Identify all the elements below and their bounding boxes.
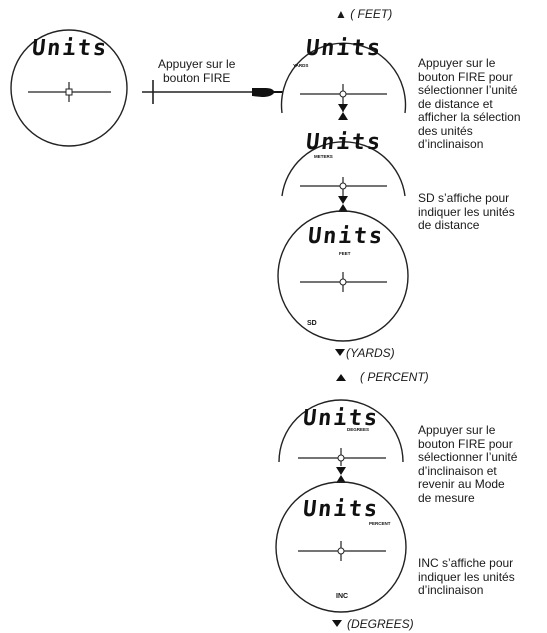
para4-line: indiquer les unités [418, 569, 515, 584]
left-display-circle [10, 29, 128, 147]
display-5-percent-label: PERCENT [369, 521, 391, 526]
paragraph-sd-info: SD s’affiche pour indiquer les unités de… [418, 191, 547, 233]
percent-arrow-icon [336, 374, 346, 381]
display-2-meters-label: METERS [314, 154, 333, 159]
para2-line: SD s’affiche pour [418, 191, 510, 205]
para3-line: de mesure [418, 490, 475, 505]
display-5-inc-label: INC [336, 593, 349, 600]
para1-line: sélectionner l’unité [418, 83, 518, 97]
display-2-lcd-text: Units [304, 130, 384, 155]
para1-line: des unités [418, 123, 473, 138]
arrow-1-up [338, 112, 348, 120]
para3-line: bouton FIRE pour [418, 436, 513, 451]
arrow-2-up [338, 204, 348, 212]
degrees-arrow-icon [332, 620, 342, 627]
left-lcd-text: Units [30, 36, 110, 61]
display-1-crosshair-center [339, 90, 347, 98]
yards-label: (YARDS) [346, 346, 395, 360]
display-3-lcd-text: Units [306, 224, 386, 249]
display-1-arc [280, 42, 407, 114]
pointing-hand-icon [252, 88, 283, 97]
left-crosshair-center [65, 88, 73, 96]
instruction-label: Appuyer sur le bouton FIRE [158, 57, 235, 85]
arrow-4-down [336, 467, 346, 475]
paragraph-distance-selection: Appuyer sur le bouton FIRE pour sélectio… [418, 56, 547, 152]
para1-line: afficher la sélection [418, 110, 521, 124]
display-4-degrees-label: DEGREES [347, 427, 370, 432]
display-3-sd-label: SD [307, 320, 317, 327]
display-4-arc [278, 399, 404, 463]
arrow-1-down [338, 104, 348, 112]
display-3-circle [277, 210, 409, 342]
paragraph-inc-info: INC s’affiche pour indiquer les unités d… [418, 556, 547, 598]
para3-line: revenir au Mode [418, 477, 505, 491]
degrees-label: (DEGREES) [347, 617, 414, 631]
para1-line: d’inclinaison [418, 137, 484, 151]
para2-line: indiquer les unités [418, 204, 515, 219]
arrow-2-down [338, 196, 348, 204]
yards-arrow-icon [335, 349, 345, 356]
para4-line: d’inclinaison [418, 583, 484, 597]
display-1-yards-label: YARDS [293, 63, 309, 68]
para3-line: Appuyer sur le [418, 423, 496, 437]
display-1-lcd-text: Units [304, 36, 384, 61]
para1-line: bouton FIRE pour [418, 69, 513, 84]
instruction-line-1: Appuyer sur le [158, 57, 236, 71]
para3-line: d’inclinaison et [418, 463, 497, 478]
display-3-crosshair-center [339, 278, 347, 286]
display-5-crosshair-center [337, 547, 345, 555]
paragraph-inclination-selection: Appuyer sur le bouton FIRE pour sélectio… [418, 423, 547, 505]
display-4-crosshair-center [337, 454, 345, 462]
display-5-circle [275, 481, 407, 613]
display-2-arc [281, 141, 406, 197]
top-feet-label: ▲ ( FEET) [335, 7, 393, 21]
instruction-line-2: bouton FIRE [163, 71, 231, 85]
para1-line: Appuyer sur le [418, 56, 496, 70]
para2-line: de distance [418, 218, 480, 232]
display-3-feet-label: FEET [339, 251, 351, 256]
para3-line: sélectionner l’unité [418, 450, 518, 464]
display-2-crosshair-center [339, 182, 347, 190]
para4-line: INC s’affiche pour [418, 556, 514, 570]
arrow-4-up [336, 475, 346, 483]
percent-label: ( PERCENT) [360, 370, 429, 384]
display-5-lcd-text: Units [301, 497, 381, 522]
para1-line: de distance et [418, 96, 493, 111]
